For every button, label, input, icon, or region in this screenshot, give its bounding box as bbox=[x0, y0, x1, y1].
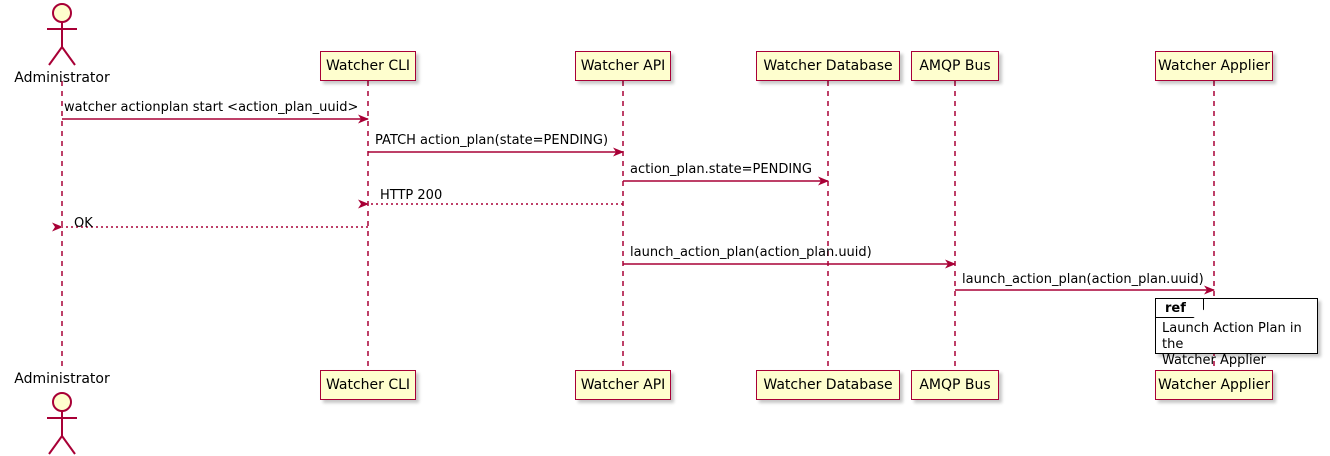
actor-label-administrator-top: Administrator bbox=[14, 70, 110, 86]
actor-label-administrator-bottom: Administrator bbox=[14, 371, 110, 387]
actor-head-bottom bbox=[52, 392, 72, 412]
participant-box-watcher-api-top[interactable]: Watcher API bbox=[575, 51, 671, 81]
participant-label-watcher-cli-top: Watcher CLI bbox=[325, 58, 411, 74]
ref-fragment-tag: ref bbox=[1156, 299, 1204, 318]
participant-box-watcher-cli-top[interactable]: Watcher CLI bbox=[320, 51, 416, 81]
participant-box-amqp-bus-bottom[interactable]: AMQP Bus bbox=[911, 370, 999, 400]
message-label-0: watcher actionplan start <action_plan_uu… bbox=[64, 100, 359, 115]
participant-label-watcher-cli-bottom: Watcher CLI bbox=[325, 377, 411, 393]
participant-box-watcher-database-top[interactable]: Watcher Database bbox=[756, 51, 900, 81]
participant-label-watcher-applier-bottom: Watcher Applier bbox=[1158, 377, 1270, 393]
actor-leg-right-bottom bbox=[61, 435, 76, 455]
actor-leg-right-top bbox=[61, 46, 76, 66]
participant-label-amqp-bus-top: AMQP Bus bbox=[919, 58, 991, 74]
message-label-4: OK bbox=[74, 216, 93, 231]
participant-box-watcher-cli-bottom[interactable]: Watcher CLI bbox=[320, 370, 416, 400]
actor-leg-left-bottom bbox=[48, 435, 63, 455]
message-label-6: launch_action_plan(action_plan.uuid) bbox=[962, 272, 1204, 287]
participant-box-amqp-bus-top[interactable]: AMQP Bus bbox=[911, 51, 999, 81]
participant-label-watcher-database-top: Watcher Database bbox=[763, 58, 893, 74]
ref-fragment-text-line-2: Watcher Applier bbox=[1162, 353, 1266, 368]
ref-fragment-text-line-1: Launch Action Plan in the bbox=[1162, 321, 1302, 352]
actor-head-top bbox=[52, 3, 72, 23]
participant-box-watcher-applier-bottom[interactable]: Watcher Applier bbox=[1155, 370, 1273, 400]
participant-box-watcher-applier-top[interactable]: Watcher Applier bbox=[1155, 51, 1273, 81]
participant-box-watcher-database-bottom[interactable]: Watcher Database bbox=[756, 370, 900, 400]
participant-label-watcher-database-bottom: Watcher Database bbox=[763, 377, 893, 393]
actor-figure-bottom bbox=[47, 392, 77, 455]
message-label-2: action_plan.state=PENDING bbox=[630, 162, 812, 177]
actor-leg-left-top bbox=[48, 46, 63, 66]
participant-label-watcher-applier-top: Watcher Applier bbox=[1158, 58, 1270, 74]
participant-label-amqp-bus-bottom: AMQP Bus bbox=[919, 377, 991, 393]
message-label-3: HTTP 200 bbox=[380, 188, 443, 203]
participant-label-watcher-api-bottom: Watcher API bbox=[580, 377, 666, 393]
participant-box-watcher-api-bottom[interactable]: Watcher API bbox=[575, 370, 671, 400]
participant-label-watcher-api-top: Watcher API bbox=[580, 58, 666, 74]
message-label-5: launch_action_plan(action_plan.uuid) bbox=[630, 245, 872, 260]
actor-figure-top bbox=[47, 3, 77, 66]
message-label-1: PATCH action_plan(state=PENDING) bbox=[375, 133, 609, 148]
